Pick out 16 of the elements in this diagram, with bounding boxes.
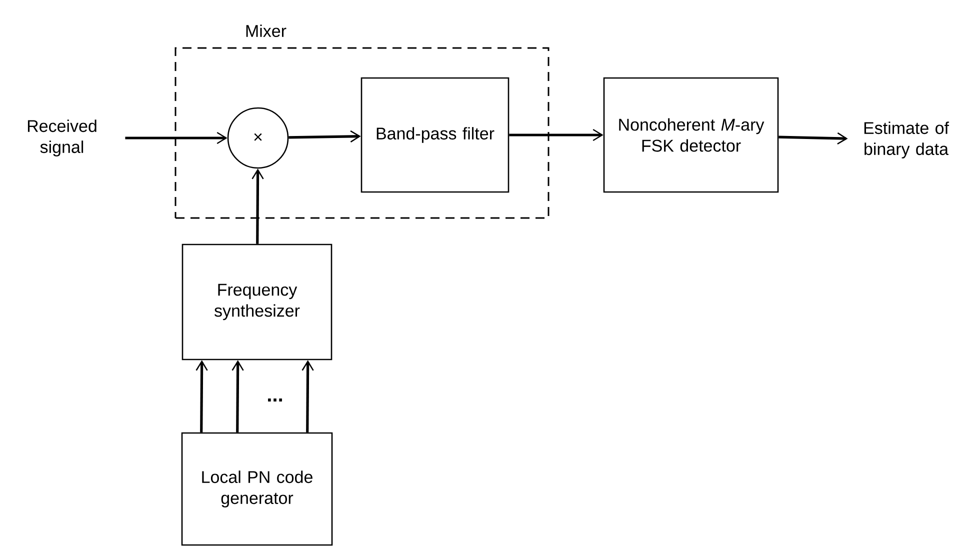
process-box: Band-pass filter [360, 77, 510, 193]
arrow [778, 132, 848, 144]
arrow [288, 130, 361, 142]
arrow [232, 360, 244, 432]
process-box: Frequency synthesizer [182, 244, 332, 360]
process-box: Noncoherent M-ary FSK detector [603, 77, 779, 193]
arrow [509, 128, 604, 142]
ellipsis-label: ... [268, 398, 282, 402]
process-box: Local PN code generator [181, 432, 333, 546]
arrow [196, 360, 208, 432]
arrow [252, 168, 264, 244]
signal-text: Received signal [28, 120, 96, 156]
node-label: Mixer [246, 24, 286, 38]
arrow [125, 132, 228, 144]
signal-text: Estimate of binary data [864, 122, 950, 158]
arrow [302, 360, 314, 432]
